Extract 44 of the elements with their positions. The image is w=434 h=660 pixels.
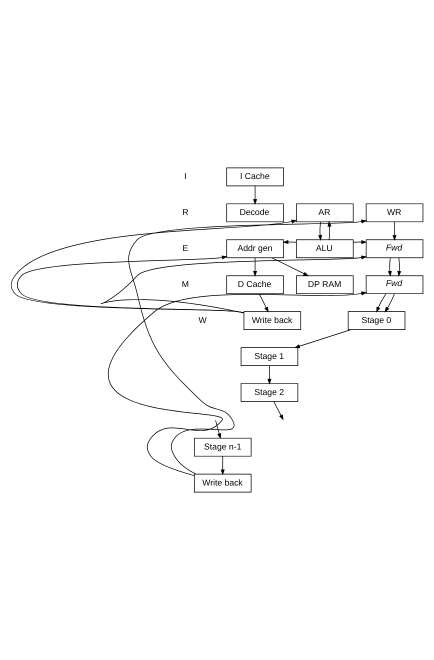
arrow [253,257,258,277]
arrow [318,222,322,241]
arrow [253,186,258,205]
node-box: D Cache [226,275,284,294]
arrow [10,220,298,314]
arrow [17,256,244,314]
label: R [182,207,188,218]
node-box: DP RAM [296,275,354,294]
label: E [182,242,188,253]
node-box: Stage 0 [348,311,406,330]
arrow [128,220,368,474]
arrow [220,456,225,476]
node-box: WR [366,203,424,222]
arrow [376,293,386,313]
label: I [184,171,187,182]
arrow [392,222,397,241]
node-box: Decode [226,203,284,222]
node-box: Write back [244,311,302,330]
arrow [273,401,284,420]
node-box: Fwd [366,239,424,258]
node-box: Stage 1 [240,347,298,366]
label: W [198,314,207,325]
node-box: ALU [296,239,354,258]
arrow [215,420,222,440]
arrow [258,293,269,313]
node-box: I Cache [226,168,284,186]
arrow [353,240,368,244]
node-box: Stage 2 [240,383,298,402]
node-box: AR [296,203,354,222]
arrow [100,256,368,314]
arrow [384,293,395,313]
node-box: Write back [194,474,252,492]
arrow [294,329,351,348]
arrow [328,220,332,240]
arrow [388,257,392,277]
arrow [282,240,297,244]
node-box: Addr gen [226,239,284,258]
arrow [272,257,310,276]
arrow [397,257,402,277]
node-box: Fwd [366,275,424,294]
label: M [182,278,189,289]
arrow [108,291,368,476]
arrow [267,365,272,385]
node-box: Stage n-1 [194,438,252,457]
